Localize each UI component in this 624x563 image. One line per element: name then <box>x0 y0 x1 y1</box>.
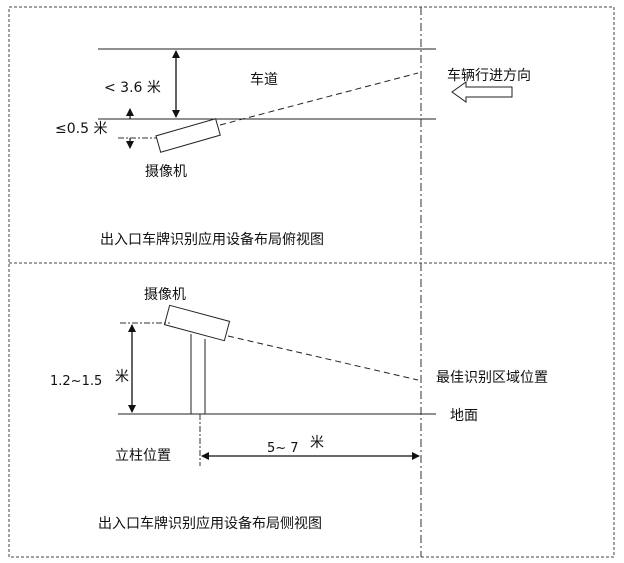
ground-label: 地面 <box>450 408 478 424</box>
sight-line-side <box>227 335 419 381</box>
direction-label: 车辆行进方向 <box>447 67 531 84</box>
camera-side-view <box>163 304 231 342</box>
outer-frame <box>8 6 615 558</box>
camera-label-top: 摄像机 <box>145 164 187 180</box>
side-view: 摄像机 最佳识别区域位置 地面 1.2~1.5 米 立柱位置 5~ 7 米 出入… <box>50 287 548 532</box>
direction-arrow <box>451 81 513 103</box>
camera-label-side: 摄像机 <box>144 287 186 303</box>
caption-top: 出入口车牌识别应用设备布局俯视图 <box>100 231 324 248</box>
camera-top-view <box>155 118 221 153</box>
road-width-label: < 3.6 米 <box>104 80 161 96</box>
height-unit-label: 米 <box>115 369 129 385</box>
best-zone-label: 最佳识别区域位置 <box>436 370 548 386</box>
top-view: < 3.6 米 车道 车辆行进方向 ≤0.5 米 摄像机 出入口车牌识别应用设备… <box>55 48 531 248</box>
offset-label: ≤0.5 米 <box>55 121 107 137</box>
height-value-label: 1.2~1.5 <box>50 374 102 389</box>
pole-position-label: 立柱位置 <box>115 448 171 464</box>
sight-line-top <box>219 72 419 126</box>
distance-unit-label: 米 <box>310 435 324 451</box>
lane-label: 车道 <box>250 71 278 88</box>
caption-side: 出入口车牌识别应用设备布局侧视图 <box>98 515 322 532</box>
distance-value-label: 5~ 7 <box>267 441 299 456</box>
